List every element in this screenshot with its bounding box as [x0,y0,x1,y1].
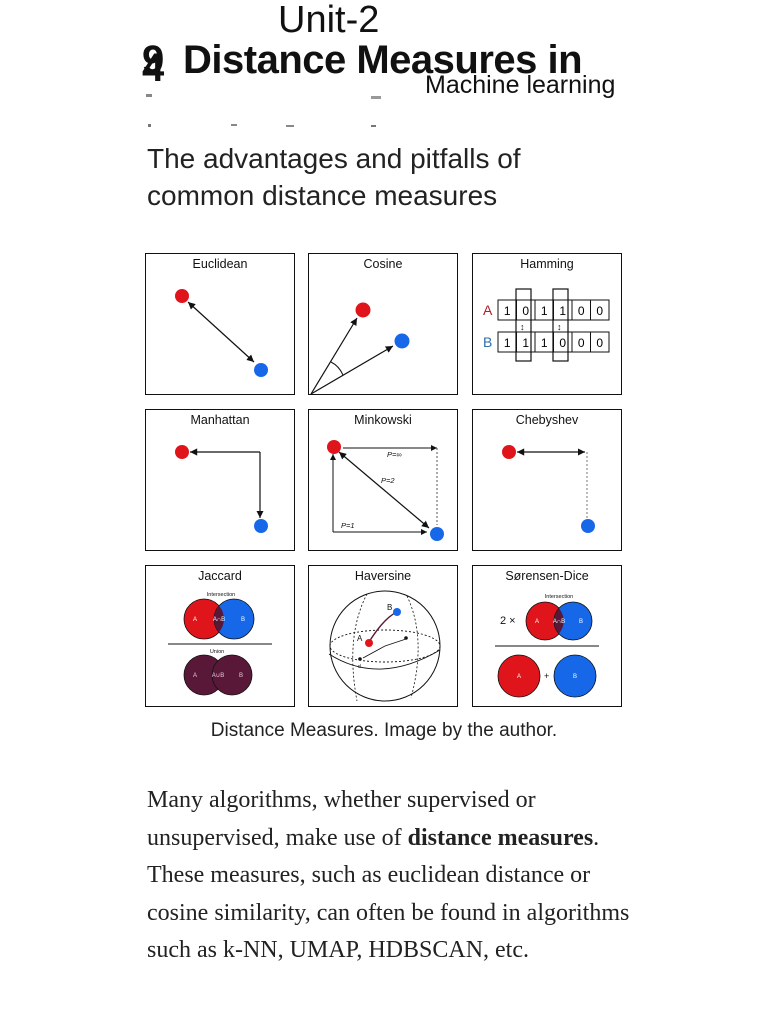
body-text-1: Many algorithms, whether supervised or u… [147,787,536,851]
panel-title: Minkowski [354,413,412,427]
panel-haversine: Haversine A B d [308,565,458,707]
lead-line-2: common distance measures [147,180,498,211]
minkowski-diagram: P=∞ P=2 P=1 [327,440,444,541]
svg-text:A: A [517,674,521,680]
panel-minkowski: Minkowski P=∞ P=2 P=1 [308,409,458,551]
svg-text:A∩B: A∩B [213,617,225,623]
main-heading: Distance Measures in [183,38,583,82]
text-remnant-smudge [146,94,381,127]
panel-manhattan: Manhattan [145,409,295,551]
bit-value: 1 [504,336,511,350]
panel-title: Euclidean [192,257,248,271]
lead-line-1: The advantages and pitfalls of [147,143,521,174]
blue-point [581,519,595,533]
bit-value: 0 [596,336,603,350]
red-point [502,445,516,459]
manhattan-diagram [175,445,268,533]
panel-title: Sørensen-Dice [505,569,589,583]
blue-point [254,363,268,377]
label-p-1: P=1 [341,521,355,530]
sub-heading: Machine learning [425,71,616,99]
bit-value: 1 [504,304,511,318]
panel-title: Jaccard [198,569,242,583]
panel-euclidean: Euclidean [145,253,295,395]
svg-text:B: B [241,617,245,623]
haversine-diagram: A B d [328,590,441,702]
blue-point [430,527,444,541]
svg-text:2 ×: 2 × [500,615,516,627]
point-b [393,608,401,616]
figure-caption: Distance Measures. Image by the author. [210,720,558,741]
svg-text:A∪B: A∪B [212,673,224,679]
intersection-label: Intersection [207,592,235,598]
unit-title: Unit-2 [278,0,380,41]
bit-value: 1 [541,336,548,350]
svg-text:A∩B: A∩B [553,619,565,625]
intersection-label: Intersection [545,594,573,600]
svg-text:A: A [535,619,539,625]
row-a-label: A [483,302,493,318]
panel-chebyshev: Chebyshev [472,409,622,551]
body-emphasis: distance measures [407,824,594,851]
panel-title: Chebyshev [515,413,579,427]
diff-mark-1: ↕ [520,322,525,332]
bit-value: 0 [596,304,603,318]
chebyshev-diagram [502,445,595,533]
svg-text:A: A [193,673,197,679]
red-point [175,289,189,303]
svg-text:+: + [544,671,549,681]
svg-text:A: A [193,617,197,623]
red-point [175,445,189,459]
bit-value: 0 [578,336,585,350]
bit-cell [590,331,610,353]
red-point [355,302,371,318]
label-p-inf: P=∞ [387,450,402,459]
overlapping-digit-top: 9 [142,38,165,82]
bit-cell [590,299,610,321]
label-p-2: P=2 [381,476,395,485]
blue-point [254,519,268,533]
red-point [327,440,341,454]
panel-title: Hamming [520,257,574,271]
svg-text:B: B [387,603,392,612]
cosine-diagram [310,302,410,395]
panel-cosine: Cosine [308,253,458,395]
svg-text:B: B [579,619,583,625]
bit-value: 0 [559,336,566,350]
euclidean-diagram [175,289,268,377]
union-label: Union [210,649,224,655]
svg-text:A: A [357,634,363,643]
panel-sorensen-dice: Sørensen-Dice Intersection 2 × A A∩B B A… [472,565,622,707]
body-text-2: . These measures, such as euclidean dist… [147,824,630,964]
panel-title: Cosine [363,257,403,271]
panel-title: Manhattan [190,413,250,427]
point-a [365,639,373,647]
blue-point [394,333,410,349]
panel-jaccard: Jaccard Intersection A A∩B B Union A A∪B… [145,565,295,707]
sorensen-dice-diagram: Intersection 2 × A A∩B B A + B [495,594,599,698]
bit-value: 0 [522,304,529,318]
svg-text:B: B [573,674,577,680]
lead-heading: The advantages and pitfalls of common di… [147,140,667,214]
svg-text:d: d [358,664,361,670]
bit-value: 0 [578,304,585,318]
bit-value: 1 [541,304,548,318]
bit-value: 1 [522,336,529,350]
diff-mark-2: ↕ [557,322,562,332]
bit-value: 1 [559,304,566,318]
overlapping-digit-bottom: 4 [142,46,165,90]
svg-text:B: B [239,673,243,679]
panel-title: Haversine [354,569,412,583]
row-b-label: B [483,334,492,350]
jaccard-diagram: Intersection A A∩B B Union A A∪B B [168,592,272,696]
body-paragraph: Many algorithms, whether supervised or u… [147,782,637,970]
